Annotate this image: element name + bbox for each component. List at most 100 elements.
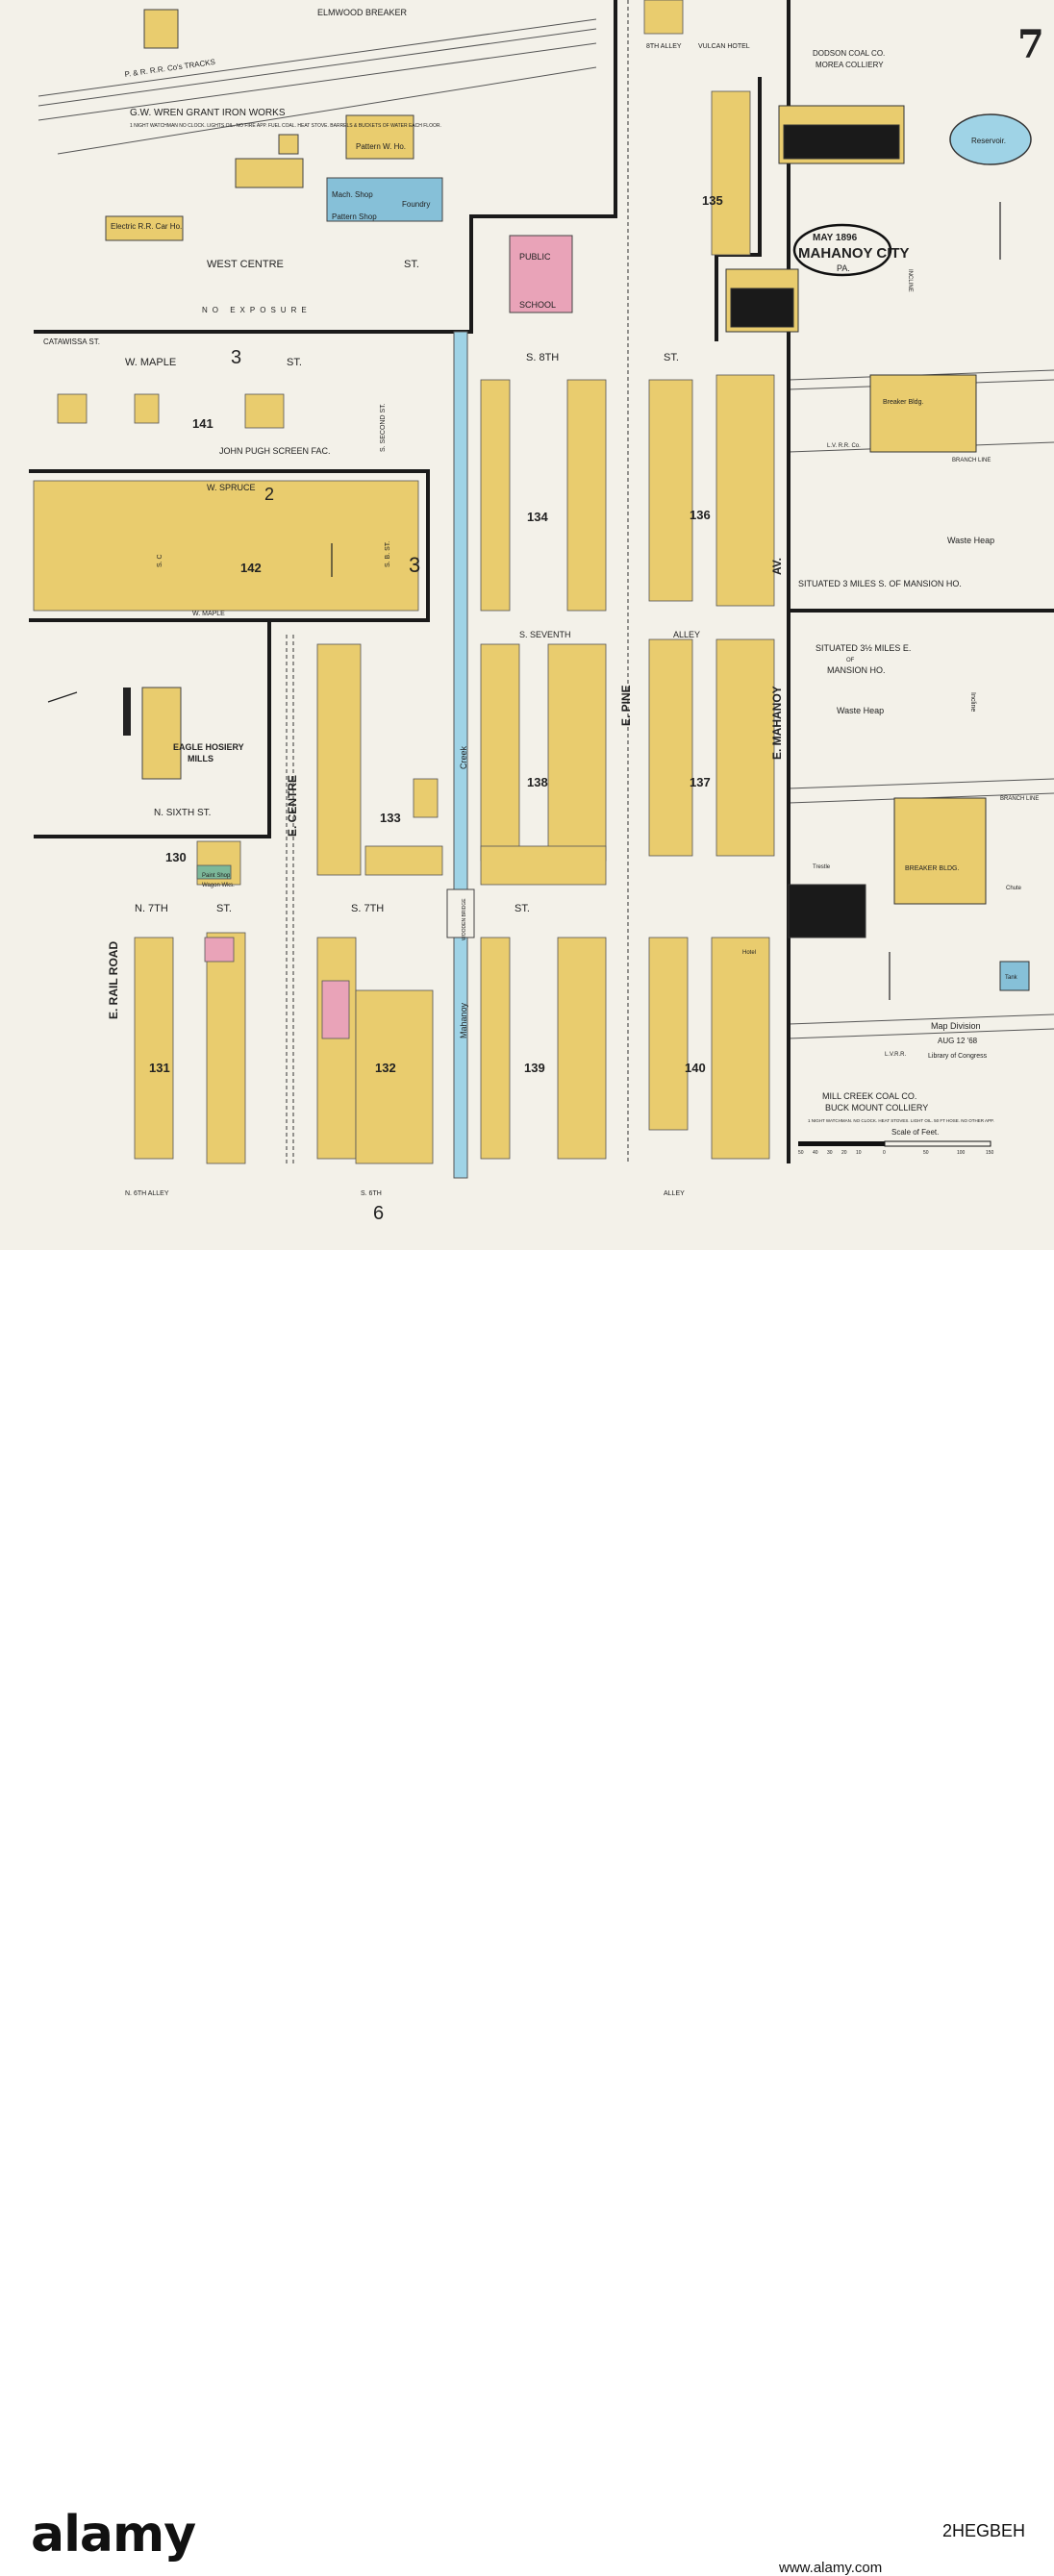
- w-spruce-street: W. SPRUCE: [207, 483, 256, 492]
- north-arrow-icon: [47, 202, 1001, 1000]
- school-label: SCHOOL: [519, 300, 556, 310]
- scale-tick: 100: [957, 1150, 966, 1156]
- incline-2-label: Incline: [969, 692, 976, 712]
- brick-building: [321, 980, 350, 1039]
- railroad-tracks: [38, 18, 1054, 1039]
- buck-mount-label: BUCK MOUNT COLLIERY: [825, 1103, 928, 1113]
- eighth-alley-label: 8TH ALLEY: [646, 43, 682, 50]
- date-stamp-oval: [792, 223, 892, 277]
- s-c-street: S. C: [157, 554, 163, 567]
- public-school-building: [509, 235, 573, 313]
- reservoir-label: Reservoir.: [971, 137, 1006, 145]
- s-b-street: S. B. ST.: [385, 541, 391, 567]
- block-number: 132: [375, 1061, 396, 1075]
- mills-label: MILLS: [188, 754, 213, 763]
- lv-rr-co-label: L.V. R.R. Co.: [827, 443, 861, 449]
- block-number: 142: [240, 561, 262, 575]
- block-number: 130: [165, 850, 187, 864]
- alley-bottom-label: ALLEY: [664, 1190, 685, 1197]
- street-lines: [286, 0, 629, 1163]
- date-stamp: MAY 1896: [813, 233, 858, 243]
- block-number: 133: [380, 811, 401, 825]
- block-number: 134: [527, 510, 548, 524]
- map-sheet: [0, 0, 1054, 1250]
- scale-tick: 50: [923, 1150, 929, 1156]
- block-boundaries: [29, 0, 1054, 1163]
- morea-label: MOREA COLLIERY: [816, 61, 884, 69]
- chimney: [123, 688, 131, 736]
- pattern-shop-label: Pattern Shop: [332, 213, 377, 221]
- scale-tick: 50: [798, 1150, 804, 1156]
- scale-tick: 150: [986, 1150, 994, 1156]
- scale-ticks: 50 40 30 20 10 0 50 100 150: [798, 1150, 994, 1156]
- wren-note: 1 NIGHT WATCHMAN NO CLOCK. LIGHTS OIL. N…: [130, 123, 441, 129]
- waste-heap-label: Waste Heap: [947, 536, 994, 545]
- block-number: 131: [149, 1061, 170, 1075]
- map-division-stamp: Map Division: [931, 1021, 981, 1031]
- block-number: 6: [373, 1203, 384, 1224]
- pattern-w-ho-label: Pattern W. Ho.: [356, 142, 406, 151]
- paint-shop-label: Paint Shop: [202, 873, 231, 879]
- buck-note: 1 NIGHT WATCHMAN. NO CLOCK. HEAT STOVES.…: [808, 1118, 994, 1123]
- n-sixth-street: N. SIXTH ST.: [154, 808, 211, 818]
- dodson-label: DODSON COAL CO.: [813, 49, 885, 58]
- mach-shop-label: Mach. Shop: [332, 190, 373, 199]
- block-number: 140: [685, 1061, 706, 1075]
- av-label: AV.: [770, 558, 784, 575]
- street-suffix: ST.: [514, 903, 530, 914]
- pr-rr-tracks-label: P. & R. R.R. Co's TRACKS: [124, 58, 215, 79]
- stone-building: [196, 864, 232, 880]
- wagon-wks-label: Wagon Wks.: [202, 883, 235, 888]
- vulcan-hotel-label: VULCAN HOTEL: [698, 43, 750, 50]
- library-stamp-label: Library of Congress: [928, 1053, 988, 1060]
- w-maple-lower-street: W. MAPLE: [192, 611, 225, 617]
- e-centre-street: E. CENTRE: [286, 775, 299, 837]
- foundry-label: Foundry: [402, 200, 430, 209]
- situated-3-label: SITUATED 3 MILES S. OF MANSION HO.: [798, 579, 962, 588]
- stock-id: 2HEGBEH: [941, 2521, 1025, 2540]
- public-school-label: PUBLIC: [519, 252, 551, 262]
- block-number: 138: [527, 775, 548, 789]
- e-rail-road-street: E. RAIL ROAD: [107, 941, 120, 1019]
- dwelling-rows: [33, 0, 775, 1164]
- scale-tick: 40: [813, 1150, 818, 1156]
- brick-building: [204, 937, 235, 963]
- s-seventh-street: S. SEVENTH: [519, 630, 571, 639]
- of-label: OF: [846, 658, 855, 663]
- street-suffix: ST.: [287, 357, 302, 368]
- trestle-label: Trestle: [813, 864, 831, 870]
- scale-label: Scale of Feet.: [891, 1128, 939, 1137]
- mansion-ho-label: MANSION HO.: [827, 665, 886, 675]
- block-number: 3: [231, 347, 241, 368]
- block-number: 135: [702, 193, 723, 208]
- street-suffix: ST.: [664, 352, 679, 363]
- lv-rr-label: L.V.R.R.: [885, 1052, 906, 1058]
- block-number: 3: [409, 553, 420, 577]
- electric-rr-label: Electric R.R. Car Ho.: [111, 222, 182, 231]
- hotel-label: Hotel: [742, 950, 756, 956]
- e-pine-street: E. PINE: [619, 685, 633, 726]
- branch-line-label: BRANCH LINE: [1000, 796, 1039, 802]
- colliery-buildings: [725, 105, 1030, 991]
- block-number: 136: [690, 508, 711, 522]
- map-date-stamp: AUG 12 '68: [938, 1037, 978, 1045]
- block-number: 137: [690, 775, 711, 789]
- breaker-bldg-label: Breaker Bldg.: [883, 399, 923, 406]
- west-centre-street: WEST CENTRE: [207, 259, 284, 270]
- s-8th-street: S. 8TH: [526, 352, 559, 363]
- john-pugh-label: JOHN PUGH SCREEN FAC.: [219, 446, 331, 456]
- scale-tick: 30: [827, 1150, 833, 1156]
- s-6th-street: S. 6TH: [361, 1190, 382, 1197]
- state-name: PA.: [837, 263, 850, 273]
- n-6th-alley-street: N. 6TH ALLEY: [125, 1190, 169, 1197]
- scale-bar: [798, 1140, 991, 1147]
- sanborn-fire-insurance-map: 7 MAY 1896 MAHANOY CITY PA. ELMWOOD BREA…: [29, 0, 1054, 1224]
- scale-tick: 0: [883, 1150, 886, 1156]
- w-maple-street: W. MAPLE: [125, 357, 176, 368]
- mahanoy-creek: [453, 331, 468, 1179]
- alamy-logo: alamy: [31, 2506, 196, 2563]
- branch-line-label: BRANCH LINE: [952, 458, 991, 463]
- e-mahanoy-street: E. MAHANOY: [770, 686, 784, 760]
- wren-label: G.W. WREN GRANT IRON WORKS: [130, 108, 286, 118]
- situated-3half-label: SITUATED 3½ MILES E.: [816, 643, 911, 653]
